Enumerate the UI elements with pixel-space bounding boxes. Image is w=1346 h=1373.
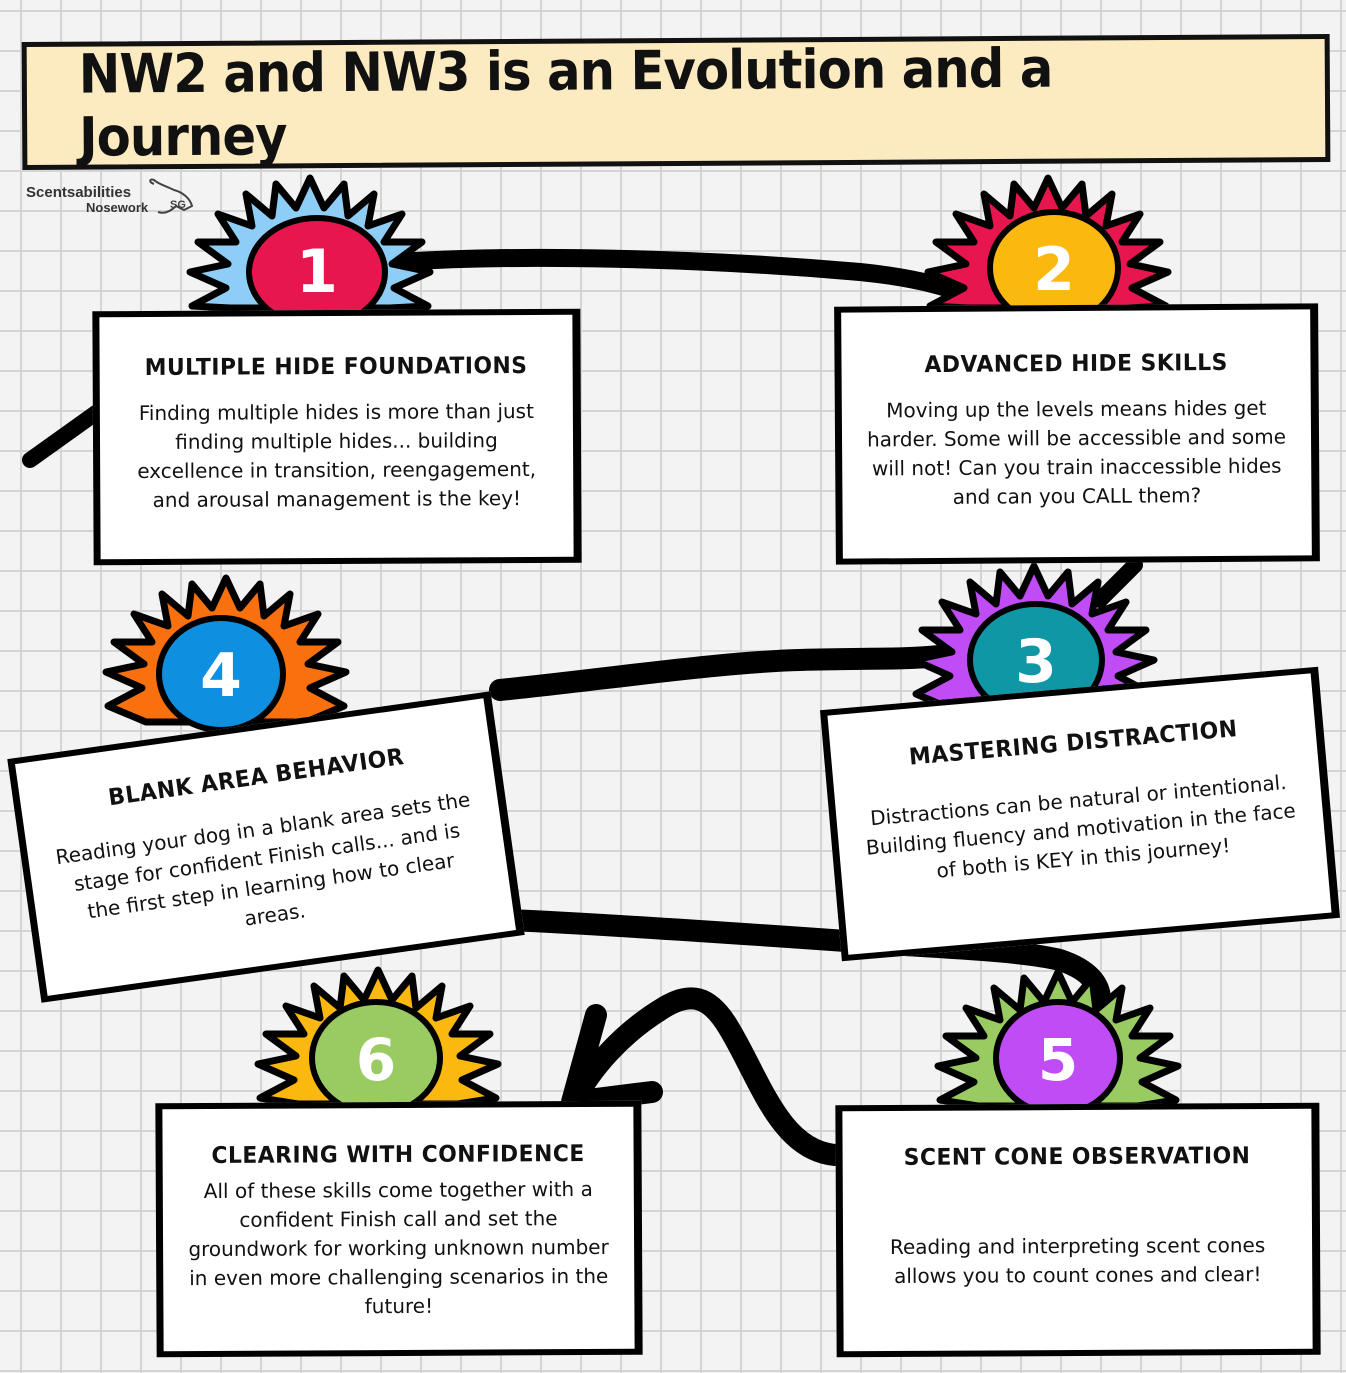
connector-3-4	[489, 645, 951, 701]
page-title: NW2 and NW3 is an Evolution and a Journe…	[78, 36, 1053, 169]
step-5-number: 5	[1038, 1026, 1078, 1094]
step-2-badge: 2	[987, 209, 1121, 327]
step-4-number: 4	[200, 641, 242, 711]
step-card-2: Advanced Hide Skills Moving up the level…	[834, 303, 1320, 565]
brand-logo: Scentsabilities Nosework SG	[26, 178, 194, 215]
connector-start	[22, 402, 108, 468]
connector-2-3	[1092, 557, 1143, 608]
title-banner: NW2 and NW3 is an Evolution and a Journe…	[21, 34, 1331, 170]
logo-text-line2: Nosework	[86, 200, 149, 215]
connector-1-2	[391, 248, 984, 309]
step-3-number: 3	[1015, 627, 1057, 697]
svg-text:SG: SG	[170, 199, 186, 211]
step-description: All of these skills come together with a…	[188, 1176, 609, 1319]
step-description: Reading and interpreting scent cones all…	[889, 1233, 1266, 1288]
logo-text-line1: Scentsabilities	[26, 184, 132, 201]
step-5-badge: 5	[993, 999, 1123, 1117]
step-heading: Multiple Hide Foundations	[144, 353, 528, 382]
step-1-number: 1	[296, 237, 338, 307]
step-heading: Clearing With Confidence	[211, 1141, 585, 1169]
dog-head-icon: SG	[149, 178, 194, 214]
step-2-number: 2	[1033, 235, 1075, 305]
step-card-3: Mastering Distraction Distractions can b…	[819, 666, 1341, 962]
step-4-badge: 4	[156, 615, 286, 733]
step-card-1: Multiple Hide Foundations Finding multip…	[92, 308, 582, 566]
step-card-6: Clearing With Confidence All of these sk…	[155, 1100, 643, 1358]
step-heading: Advanced Hide Skills	[924, 349, 1228, 379]
step-6-badge: 6	[309, 999, 443, 1117]
step-description: Finding multiple hides is more than just…	[137, 398, 537, 512]
step-card-5: Scent Cone Observation Reading and inter…	[835, 1102, 1321, 1358]
step-description: Reading your dog in a blank area sets th…	[54, 787, 472, 931]
step-description: Moving up the levels means hides get har…	[866, 395, 1287, 509]
connector-5-6	[564, 987, 846, 1166]
step-heading: Scent Cone Observation	[903, 1143, 1251, 1171]
step-description: Distractions can be natural or intention…	[864, 769, 1297, 883]
step-6-number: 6	[356, 1026, 396, 1094]
step-heading: Mastering Distraction	[908, 716, 1239, 771]
